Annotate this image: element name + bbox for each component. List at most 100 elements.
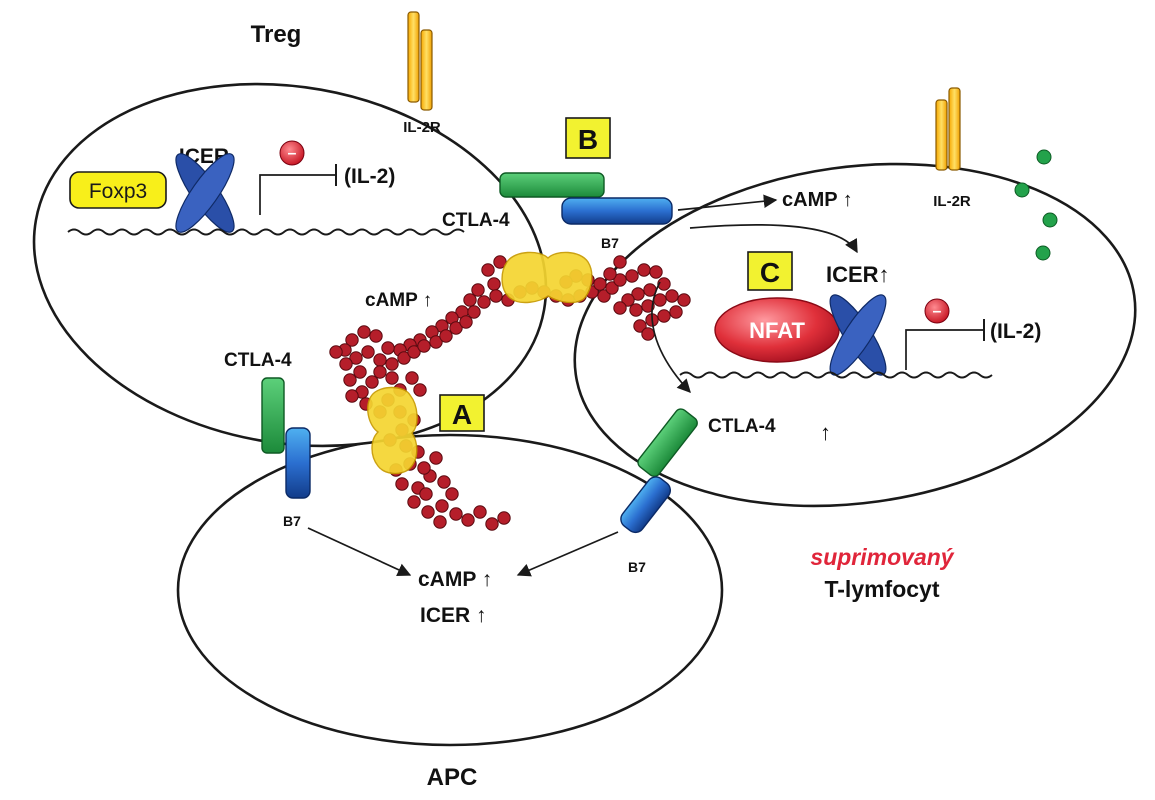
apc-b7-left-label: B7 — [283, 513, 301, 529]
b7-blue-top — [561, 197, 673, 225]
red-molecule-dot — [631, 287, 645, 301]
red-molecule-dot — [345, 389, 359, 403]
nfat-label: NFAT — [749, 318, 805, 343]
red-molecule-dot — [637, 263, 651, 277]
foxp3-box — [69, 171, 167, 209]
svg-text:B: B — [578, 124, 598, 155]
red-molecule-dot — [433, 515, 447, 529]
svg-text:A: A — [452, 399, 472, 430]
tcell-b7-label: B7 — [601, 235, 619, 251]
red-molecule-dot — [449, 507, 463, 521]
apc-icer-label: ICER ↑ — [420, 604, 487, 627]
red-molecule-dot — [385, 371, 399, 385]
red-molecule-dot — [649, 265, 663, 279]
apc-cell — [176, 433, 724, 747]
arrow-b7-to-camp — [677, 194, 778, 211]
red-molecule-dot — [657, 277, 671, 291]
b7-blue-left — [285, 427, 311, 499]
treg-ctla4-top-label: CTLA-4 — [442, 210, 510, 231]
red-molecule-dot — [373, 353, 387, 367]
red-molecule-dot — [665, 289, 679, 303]
red-molecule-dot — [419, 487, 433, 501]
red-molecule-dot — [625, 269, 639, 283]
box-a: A — [439, 394, 485, 432]
red-molecule-dot — [471, 283, 485, 297]
tcell-icer-label: ICER↑ — [826, 262, 890, 287]
red-molecule-dot — [373, 365, 387, 379]
red-molecule-dot — [407, 495, 421, 509]
tcell-il2r-receptor — [935, 87, 961, 171]
red-molecule-dot — [397, 351, 411, 365]
tcell-ctla4-up: ↑ — [820, 420, 831, 445]
red-molecule-dot — [417, 461, 431, 475]
treg-dna-strand — [67, 228, 465, 236]
red-molecule-dot — [629, 303, 643, 317]
red-molecule-dot — [497, 511, 511, 525]
gap-junction-channel-lower — [367, 386, 418, 475]
red-molecule-dot — [677, 293, 691, 307]
red-molecule-dot — [429, 451, 443, 465]
treg-ctla4-left-label: CTLA-4 — [224, 350, 292, 371]
tcell-minus-icon — [924, 298, 950, 324]
red-molecule-dot — [421, 505, 435, 519]
red-molecule-dot — [385, 357, 399, 371]
ctla4-green-top — [499, 172, 605, 198]
red-molecule-dot — [365, 375, 379, 389]
red-molecule-dot — [603, 267, 617, 281]
red-molecule-dot — [339, 357, 353, 371]
red-molecule-dot — [361, 345, 375, 359]
red-molecule-dot — [369, 329, 383, 343]
arrow-to-icer — [689, 224, 858, 254]
suppressed-label: suprimovaný — [810, 544, 954, 570]
box-b: B — [565, 117, 611, 159]
treg-promoter-line — [259, 174, 336, 215]
red-molecule-dot — [489, 289, 503, 303]
red-molecule-dot — [395, 477, 409, 491]
treg-minus-icon — [279, 140, 305, 166]
red-molecule-dot — [613, 301, 627, 315]
apc-camp-label: cAMP ↑ — [418, 568, 492, 591]
red-molecule-dot — [593, 277, 607, 291]
red-molecule-dot — [353, 365, 367, 379]
red-molecule-dot — [437, 475, 451, 489]
ctla4-green-right — [637, 408, 698, 478]
red-molecule-dot — [413, 383, 427, 397]
red-molecule-dot — [487, 277, 501, 291]
tcell-il2-label: (IL-2) — [990, 320, 1041, 343]
treg-il2-label: (IL-2) — [344, 165, 395, 188]
red-molecule-dot — [343, 373, 357, 387]
red-molecule-dot — [329, 345, 343, 359]
apc-label: APC — [427, 764, 478, 791]
tcell-il2r-label: IL-2R — [933, 193, 971, 210]
tcell-dna-strand — [679, 371, 993, 379]
apc-b7-right-label: B7 — [628, 559, 646, 575]
b7-blue-right — [620, 476, 671, 534]
foxp3-label: Foxp3 — [89, 180, 147, 203]
red-molecule-dot — [449, 321, 463, 335]
red-molecule-dot — [463, 293, 477, 307]
red-molecule-dot — [417, 339, 431, 353]
tcell-minus-sign: – — [933, 303, 942, 320]
treg-label: Treg — [251, 21, 302, 48]
red-molecule-dot — [485, 517, 499, 531]
tcell-camp-label: cAMP ↑ — [782, 189, 853, 211]
red-molecule-dot — [621, 293, 635, 307]
red-molecule-dot — [429, 335, 443, 349]
gap-junction-channel-upper — [501, 251, 593, 304]
tcell-ctla4-label: CTLA-4 — [708, 416, 776, 437]
red-molecule-dot — [481, 263, 495, 277]
red-molecule-dot — [435, 499, 449, 513]
red-molecule-dot — [653, 293, 667, 307]
red-molecule-dot — [669, 305, 683, 319]
red-molecule-dot — [477, 295, 491, 309]
red-molecule-dot — [407, 345, 421, 359]
red-molecule-dot — [657, 309, 671, 323]
red-molecule-dot — [439, 329, 453, 343]
red-molecule-dot — [467, 305, 481, 319]
nfat-protein — [714, 297, 840, 363]
arrow-b7-right-to-camp — [516, 531, 619, 577]
red-molecule-dot — [349, 351, 363, 365]
treg-il2r-receptor — [407, 11, 433, 111]
il2-green-dots — [1014, 149, 1058, 261]
box-c: C — [747, 251, 793, 291]
